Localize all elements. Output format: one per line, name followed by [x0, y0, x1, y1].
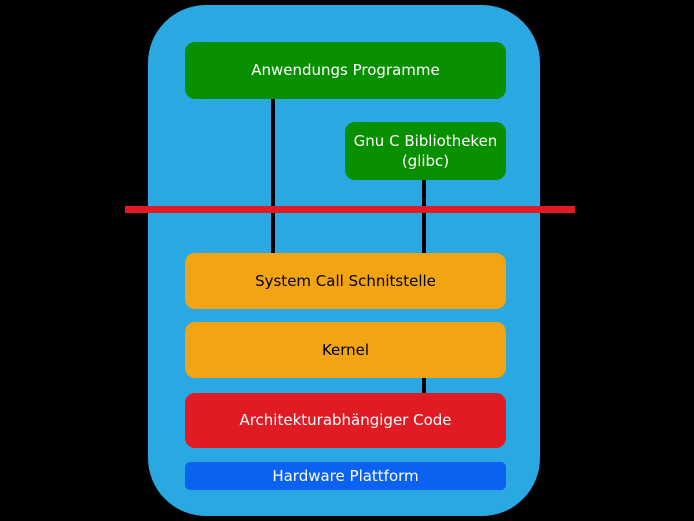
connector-kernel-to-arch — [422, 376, 426, 395]
box-system-call-schnittstelle: System Call Schnitstelle — [185, 253, 506, 309]
box-gnu-c-bibliotheken-label: Gnu C Bibliotheken (glibc) — [353, 131, 498, 170]
userspace-kernel-boundary-line — [125, 206, 575, 213]
box-hardware-plattform: Hardware Plattform — [185, 462, 506, 490]
box-kernel-label: Kernel — [321, 340, 370, 359]
connector-apps-to-syscall — [271, 97, 275, 255]
box-hardware-plattform-label: Hardware Plattform — [272, 466, 419, 485]
box-architekturabhaengiger-code-label: Architekturabhängiger Code — [239, 411, 452, 430]
box-anwendungs-programme: Anwendungs Programme — [185, 42, 506, 99]
box-gnu-c-bibliotheken: Gnu C Bibliotheken (glibc) — [345, 122, 506, 180]
box-kernel: Kernel — [185, 322, 506, 378]
box-anwendungs-programme-label: Anwendungs Programme — [251, 61, 440, 80]
connector-glibc-to-syscall — [422, 178, 426, 255]
box-system-call-schnittstelle-label: System Call Schnitstelle — [255, 271, 436, 290]
box-architekturabhaengiger-code: Architekturabhängiger Code — [185, 393, 506, 448]
